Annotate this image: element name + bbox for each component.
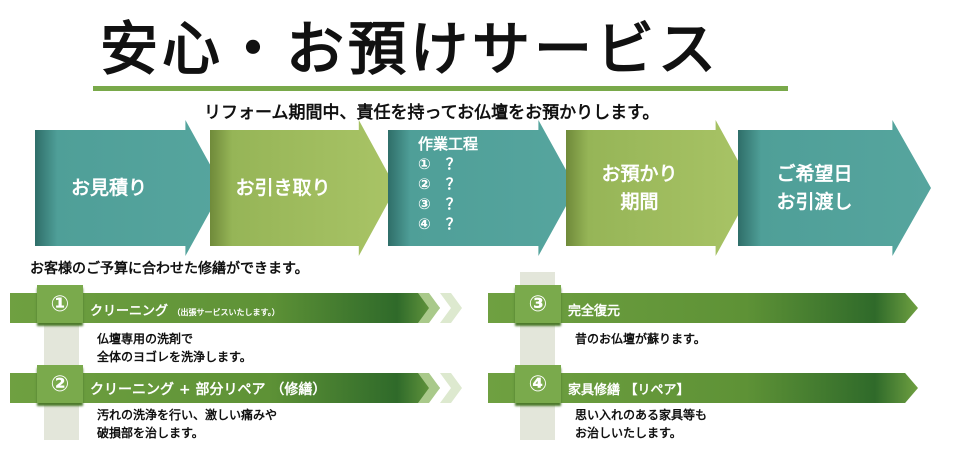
service-description: 昔のお仏壇が蘇ります。: [575, 332, 706, 346]
service-number: ①: [37, 285, 83, 323]
flow-step-line: ③ ？: [418, 195, 461, 213]
flow-step-work-process: 作業工程 ① ？ ② ？ ③ ？ ④ ？: [388, 120, 576, 256]
service-number: ④: [515, 365, 561, 403]
service-title: クリーニング + 部分リペア （修繕）: [90, 382, 327, 398]
service-description: 仏壇専用の洗剤で全体のヨゴレを洗浄します。: [97, 332, 252, 364]
page-title: 安心・お預けサービス: [100, 15, 721, 83]
flow-step-estimate: お見積り: [35, 120, 223, 256]
service-description: 思い入れのある家具等もお治しいたします。: [575, 408, 708, 440]
flow-step-label: ご希望日: [776, 163, 853, 185]
flow-step-label: 期間: [620, 191, 659, 213]
chevron-icon: [418, 293, 440, 323]
flow-step-delivery: ご希望日 お引渡し: [738, 120, 931, 256]
title-divider: [93, 86, 788, 91]
service-title: 完全復元: [568, 304, 621, 319]
flow-step-label: お預かり: [601, 163, 678, 185]
service-number: ②: [37, 365, 83, 403]
flow-step-line: ② ？: [418, 175, 461, 193]
subtitle: リフォーム期間中、責任を持ってお仏壇をお預かりします。: [204, 103, 660, 123]
chevron-icon: [418, 373, 440, 403]
chevron-icon: [440, 373, 462, 403]
chevron-icon: [440, 293, 462, 323]
budget-note: お客様のご予算に合わせた修繕ができます。: [30, 261, 309, 277]
flow-step-line: ① ？: [418, 155, 461, 173]
flow-step-storage: お預かり 期間: [566, 120, 753, 256]
flow-step-label: お引き取り: [235, 177, 331, 199]
service-title: 家具修繕 【リペア】: [568, 383, 690, 398]
flow-step-pickup: お引き取り: [210, 120, 396, 256]
flow-step-line: ④ ？: [418, 215, 461, 233]
flow-step-label: お見積り: [70, 177, 147, 199]
flow-step-label: 作業工程: [418, 135, 479, 153]
service-description: 汚れの洗浄を行い、激しい痛みや破損部を治します。: [97, 408, 278, 440]
flow-step-label: お引渡し: [776, 191, 853, 213]
service-number: ③: [515, 285, 561, 323]
service-title: クリーニング （出張サービスいたします。）: [90, 304, 280, 319]
